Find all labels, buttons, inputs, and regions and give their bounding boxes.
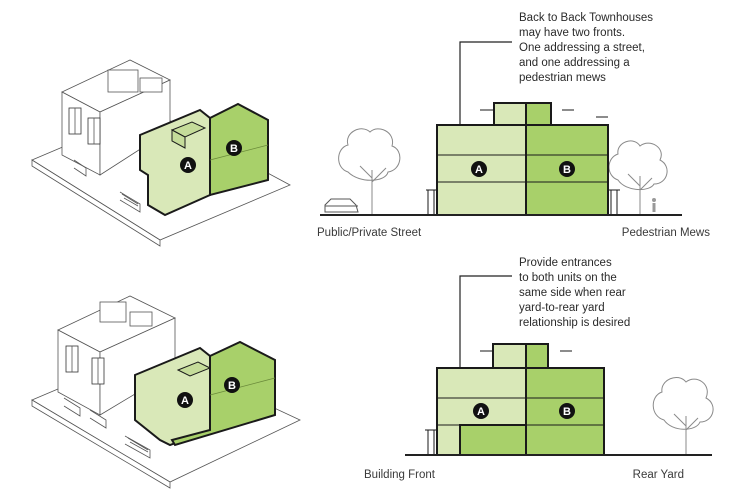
svg-text:A: A	[184, 160, 192, 172]
svg-text:B: B	[230, 143, 238, 155]
top-callout-line-4: and one addressing a	[519, 57, 630, 69]
svg-text:B: B	[228, 380, 236, 392]
top-iso-badge-a: A	[180, 157, 196, 173]
bottom-right-label: Rear Yard	[633, 469, 684, 481]
bottom-right-tree	[652, 377, 714, 455]
top-left-tree	[338, 128, 401, 215]
svg-text:A: A	[181, 395, 189, 407]
bottom-iso-badge-a: A	[177, 392, 193, 408]
top-iso-badge-b: B	[226, 140, 242, 156]
car-icon	[324, 198, 359, 213]
bottom-left-label: Building Front	[364, 469, 436, 481]
top-elev-badge-a: A	[471, 161, 487, 177]
top-elevation-building	[426, 102, 620, 216]
bottom-callout-line-3: same side when rear	[519, 287, 626, 299]
bottom-callout-line-4: yard-to-rear yard	[519, 302, 605, 314]
top-callout-line-3: One addressing a street,	[519, 42, 645, 54]
bottom-elev-badge-b: B	[559, 403, 575, 419]
top-right-tree	[608, 140, 668, 215]
bottom-iso-badge-b: B	[224, 377, 240, 393]
pedestrian-icon	[652, 198, 656, 212]
top-elev-badge-b: B	[559, 161, 575, 177]
top-callout-line-1: Back to Back Townhouses	[519, 12, 653, 24]
bottom-iso-unit-b	[170, 340, 276, 447]
bottom-callout-line-5: relationship is desired	[519, 317, 630, 329]
top-iso-unit-a	[139, 108, 211, 217]
top-callout-line-5: pedestrian mews	[519, 72, 606, 84]
bottom-callout-line-2: to both units on the	[519, 272, 617, 284]
top-right-label: Pedestrian Mews	[622, 227, 710, 239]
bottom-elevation-building	[425, 343, 605, 456]
svg-text:B: B	[563, 164, 571, 176]
bottom-iso-unit-a	[134, 346, 212, 447]
bottom-callout-leader	[459, 275, 512, 408]
svg-text:B: B	[563, 406, 571, 418]
top-left-label: Public/Private Street	[317, 227, 422, 239]
bottom-callout-line-1: Provide entrances	[519, 257, 612, 269]
svg-text:A: A	[477, 406, 485, 418]
bottom-elev-badge-a: A	[473, 403, 489, 419]
top-callout-line-2: may have two fronts.	[519, 27, 625, 39]
svg-text:A: A	[475, 164, 483, 176]
